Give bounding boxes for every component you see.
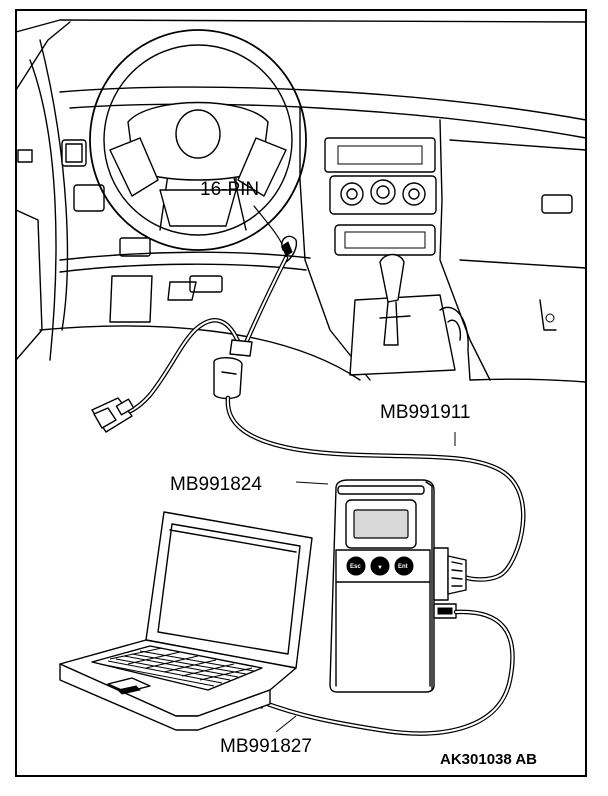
dashboard-illustration [15, 19, 587, 383]
harness-label: MB991911 [380, 402, 471, 423]
mb991911-harness [91, 255, 526, 582]
usb-port [433, 603, 457, 619]
enter-button [394, 556, 414, 576]
enter-button-label: Ent [398, 564, 408, 570]
esc-button-label: Esc [350, 564, 361, 570]
down-arrow-button-label: ▼ [377, 565, 383, 571]
laptop-computer [59, 511, 313, 731]
obd-plug-end [91, 397, 135, 433]
figure-id-label: AK301038 AB [440, 751, 537, 768]
pin-connector-label: 16-PIN [200, 179, 259, 200]
mb991824-interface-box: Esc ▼ Ent [329, 479, 467, 693]
db-connector [433, 547, 467, 601]
esc-button [346, 556, 366, 576]
down-arrow-button [370, 556, 390, 576]
16-pin-connector [253, 205, 298, 263]
usb-cable-label: MB991827 [220, 736, 312, 757]
steering-wheel [89, 29, 307, 251]
interface-box-label: MB991824 [170, 474, 262, 495]
figure-frame [15, 9, 587, 777]
